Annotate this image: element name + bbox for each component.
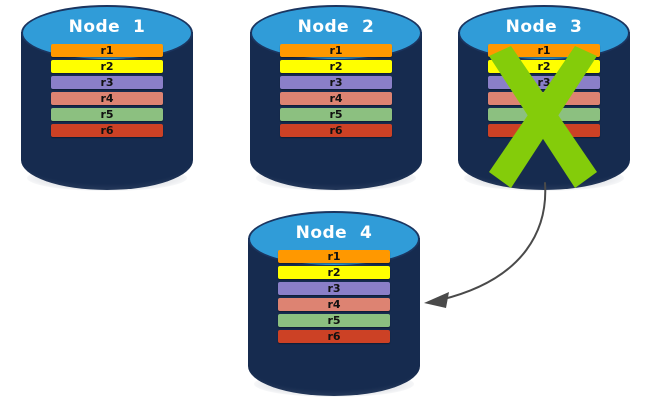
row-label: r3 <box>537 76 551 89</box>
row-r2[interactable]: r2 <box>280 60 392 73</box>
node-2[interactable]: Node 2 r1 r2 r3 r4 r5 r6 <box>250 5 422 193</box>
row-r4[interactable]: r4 <box>280 92 392 105</box>
row-label: r6 <box>329 124 343 137</box>
row-r3[interactable]: r3 <box>278 282 390 295</box>
row-stack: r1 r2 r3 r4 r5 r6 <box>51 44 163 140</box>
row-r1[interactable]: r1 <box>51 44 163 57</box>
row-label: r6 <box>100 124 114 137</box>
row-label: r4 <box>327 298 341 311</box>
node-title: Node 1 <box>68 17 146 37</box>
row-r4[interactable]: r4 <box>51 92 163 105</box>
row-r5[interactable]: r5 <box>280 108 392 121</box>
node-3[interactable]: Node 3 r1 r2 r3 r4 r5 r6 <box>458 5 630 193</box>
node-title: Node 3 <box>505 17 583 37</box>
row-label: r2 <box>329 60 343 73</box>
row-label: r1 <box>327 250 341 263</box>
row-label: r5 <box>537 108 551 121</box>
row-label: r2 <box>100 60 114 73</box>
row-r3[interactable]: r3 <box>280 76 392 89</box>
row-label: r4 <box>329 92 343 105</box>
row-label: r5 <box>329 108 343 121</box>
row-r1[interactable]: r1 <box>488 44 600 57</box>
row-r5[interactable]: r5 <box>51 108 163 121</box>
row-label: r3 <box>329 76 343 89</box>
node-title: Node 2 <box>297 17 375 37</box>
row-label: r6 <box>327 330 341 343</box>
node-4[interactable]: Node 4 r1 r2 r3 r4 r5 r6 <box>248 211 420 399</box>
row-r6[interactable]: r6 <box>278 330 390 343</box>
row-label: r1 <box>329 44 343 57</box>
row-label: r4 <box>537 92 551 105</box>
row-r3[interactable]: r3 <box>51 76 163 89</box>
row-stack: r1 r2 r3 r4 r5 r6 <box>280 44 392 140</box>
row-r2[interactable]: r2 <box>278 266 390 279</box>
row-r6[interactable]: r6 <box>280 124 392 137</box>
row-label: r5 <box>327 314 341 327</box>
migration-arrow-icon <box>424 182 547 308</box>
row-r6[interactable]: r6 <box>51 124 163 137</box>
row-stack: r1 r2 r3 r4 r5 r6 <box>278 250 390 346</box>
row-r1[interactable]: r1 <box>280 44 392 57</box>
row-label: r4 <box>100 92 114 105</box>
row-r5[interactable]: r5 <box>488 108 600 121</box>
row-label: r5 <box>100 108 114 121</box>
row-label: r1 <box>100 44 114 57</box>
row-r1[interactable]: r1 <box>278 250 390 263</box>
row-r2[interactable]: r2 <box>488 60 600 73</box>
row-stack: r1 r2 r3 r4 r5 r6 <box>488 44 600 140</box>
node-title: Node 4 <box>295 223 373 243</box>
row-label: r2 <box>327 266 341 279</box>
row-r5[interactable]: r5 <box>278 314 390 327</box>
row-r2[interactable]: r2 <box>51 60 163 73</box>
row-label: r3 <box>327 282 341 295</box>
row-r4[interactable]: r4 <box>488 92 600 105</box>
row-label: r2 <box>537 60 551 73</box>
row-label: r1 <box>537 44 551 57</box>
node-1[interactable]: Node 1 r1 r2 r3 r4 r5 r6 <box>21 5 193 193</box>
row-label: r6 <box>537 124 551 137</box>
row-r4[interactable]: r4 <box>278 298 390 311</box>
row-r6[interactable]: r6 <box>488 124 600 137</box>
row-r3[interactable]: r3 <box>488 76 600 89</box>
row-label: r3 <box>100 76 114 89</box>
